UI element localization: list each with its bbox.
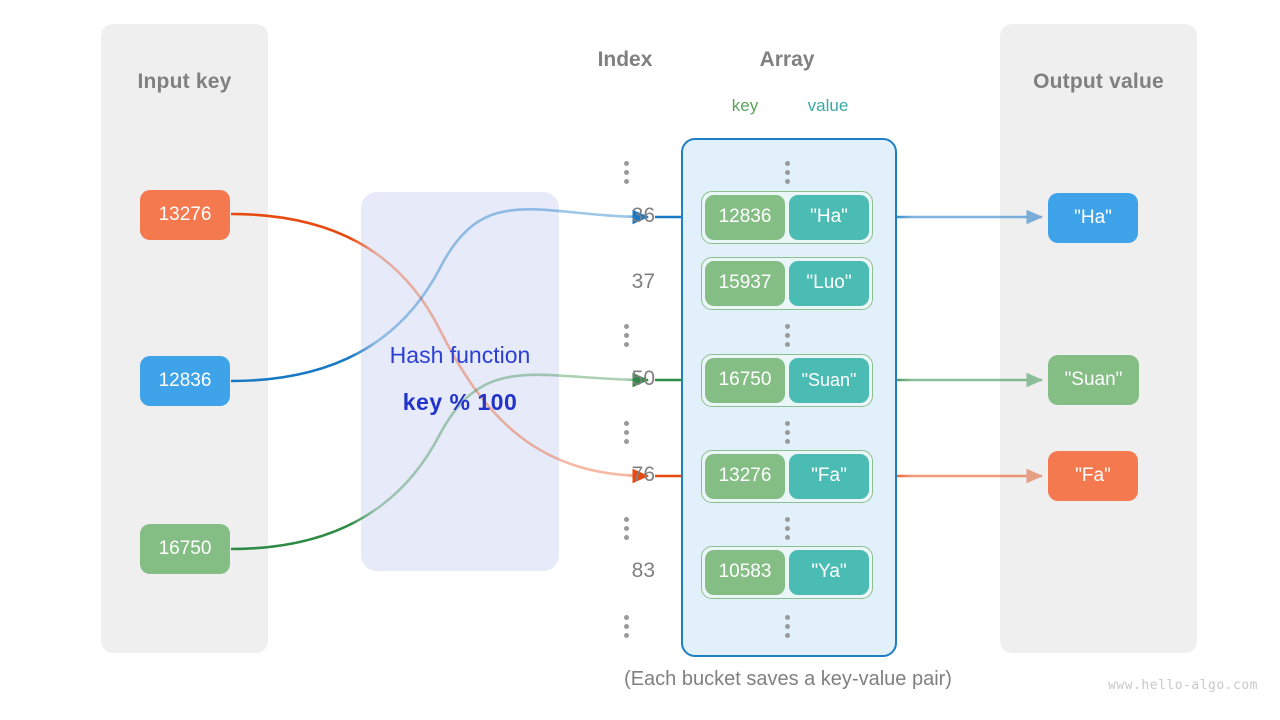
hash-formula-label: key % 100 — [402, 389, 518, 415]
output-value-chip-ha[interactable]: "Ha" — [1048, 193, 1138, 243]
array-ellipsis — [779, 320, 795, 351]
hash-function-label: Hash function — [389, 342, 531, 368]
hash-function-box — [361, 192, 559, 571]
index-ellipsis — [618, 513, 634, 544]
index-column-header: Index — [597, 48, 653, 71]
array-ellipsis — [779, 417, 795, 448]
input-panel-title: Input key — [137, 70, 232, 93]
index-ellipsis — [618, 417, 634, 448]
bucket-value: "Suan" — [789, 357, 869, 403]
output-value-chip-suan[interactable]: "Suan" — [1048, 355, 1139, 405]
bucket-83[interactable]: 10583"Ya" — [701, 545, 873, 599]
bucket-37[interactable]: 15937"Luo" — [701, 256, 873, 310]
bucket-value: "Ya" — [789, 549, 869, 595]
index-label-76: 76 — [631, 463, 655, 486]
bucket-key: 12836 — [705, 194, 785, 240]
bucket-key: 10583 — [705, 549, 785, 595]
bucket-key: 13276 — [705, 453, 785, 499]
bucket-value: "Ha" — [789, 194, 869, 240]
bucket-key: 15937 — [705, 260, 785, 306]
input-key-chip-16750[interactable]: 16750 — [140, 524, 230, 574]
output-value-chip-fa[interactable]: "Fa" — [1048, 451, 1138, 501]
index-label-36: 36 — [631, 204, 655, 227]
figure-caption: (Each bucket saves a key-value pair) — [624, 668, 952, 690]
index-ellipsis — [618, 320, 634, 351]
output-value-panel: Output value — [1000, 24, 1197, 653]
bucket-key: 16750 — [705, 357, 785, 403]
index-label-37: 37 — [631, 270, 655, 293]
value-sub-header: value — [807, 96, 849, 115]
index-label-83: 83 — [631, 559, 655, 582]
watermark: www.hello-algo.com — [1108, 678, 1258, 693]
array-ellipsis — [779, 611, 795, 642]
index-ellipsis — [618, 611, 634, 642]
bucket-value: "Luo" — [789, 260, 869, 306]
input-key-chip-12836[interactable]: 12836 — [140, 356, 230, 406]
bucket-36[interactable]: 12836"Ha" — [701, 190, 873, 244]
array-ellipsis — [779, 157, 795, 188]
input-key-chip-13276[interactable]: 13276 — [140, 190, 230, 240]
bucket-50[interactable]: 16750"Suan" — [701, 353, 873, 407]
array-ellipsis — [779, 513, 795, 544]
key-sub-header: key — [731, 96, 759, 115]
bucket-76[interactable]: 13276"Fa" — [701, 449, 873, 503]
output-panel-title: Output value — [1033, 70, 1164, 93]
index-ellipsis — [618, 157, 634, 188]
index-label-50: 50 — [631, 367, 655, 390]
bucket-value: "Fa" — [789, 453, 869, 499]
array-column-header: Array — [759, 48, 815, 71]
